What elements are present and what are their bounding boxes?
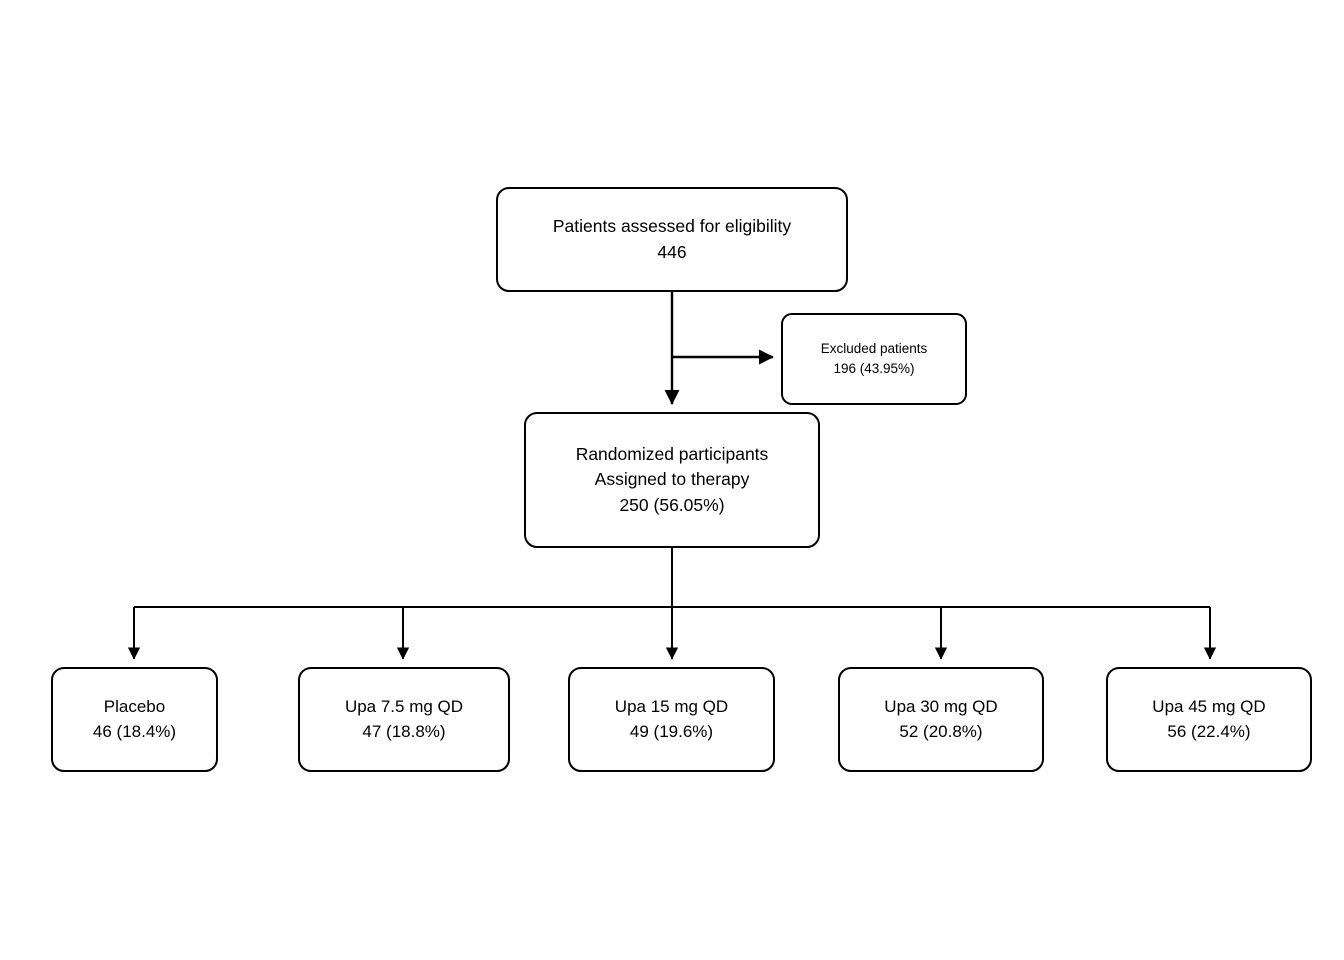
node-randomized-title: Randomized participants xyxy=(575,443,769,464)
arm-value: 46 (18.4%) xyxy=(92,721,177,741)
node-arm-placebo: Placebo 46 (18.4%) xyxy=(51,667,218,772)
arm-label: Upa 45 mg QD xyxy=(1152,696,1266,716)
node-excluded-patients: Excluded patients 196 (43.95%) xyxy=(781,313,967,405)
arm-value: 52 (20.8%) xyxy=(899,721,983,741)
node-arm-upa-45-mg-qd: Upa 45 mg QD 56 (22.4%) xyxy=(1106,667,1312,772)
arm-label: Upa 7.5 mg QD xyxy=(344,696,464,716)
node-randomized-participants: Randomized participants Assigned to ther… xyxy=(524,412,820,548)
arm-label: Upa 30 mg QD xyxy=(884,696,998,716)
node-randomized-subtitle: Assigned to therapy xyxy=(594,469,750,490)
node-arm-upa-30-mg-qd: Upa 30 mg QD 52 (20.8%) xyxy=(838,667,1044,772)
node-arm-upa-7-5-mg-qd: Upa 7.5 mg QD 47 (18.8%) xyxy=(298,667,510,772)
node-excluded-patients-title: Excluded patients xyxy=(820,340,928,356)
node-patients-assessed: Patients assessed for eligibility 446 xyxy=(496,187,848,292)
node-randomized-count: 250 (56.05%) xyxy=(619,494,725,515)
node-excluded-patients-count: 196 (43.95%) xyxy=(833,361,915,376)
node-arm-upa-15-mg-qd: Upa 15 mg QD 49 (19.6%) xyxy=(568,667,775,772)
arm-value: 49 (19.6%) xyxy=(629,721,714,741)
arm-value: 56 (22.4%) xyxy=(1167,721,1251,741)
arm-label: Upa 15 mg QD xyxy=(614,696,729,716)
arm-value: 47 (18.8%) xyxy=(362,721,446,741)
node-patients-assessed-count: 446 xyxy=(657,241,687,262)
node-patients-assessed-title: Patients assessed for eligibility xyxy=(552,216,792,237)
arm-label: Placebo xyxy=(103,696,166,716)
